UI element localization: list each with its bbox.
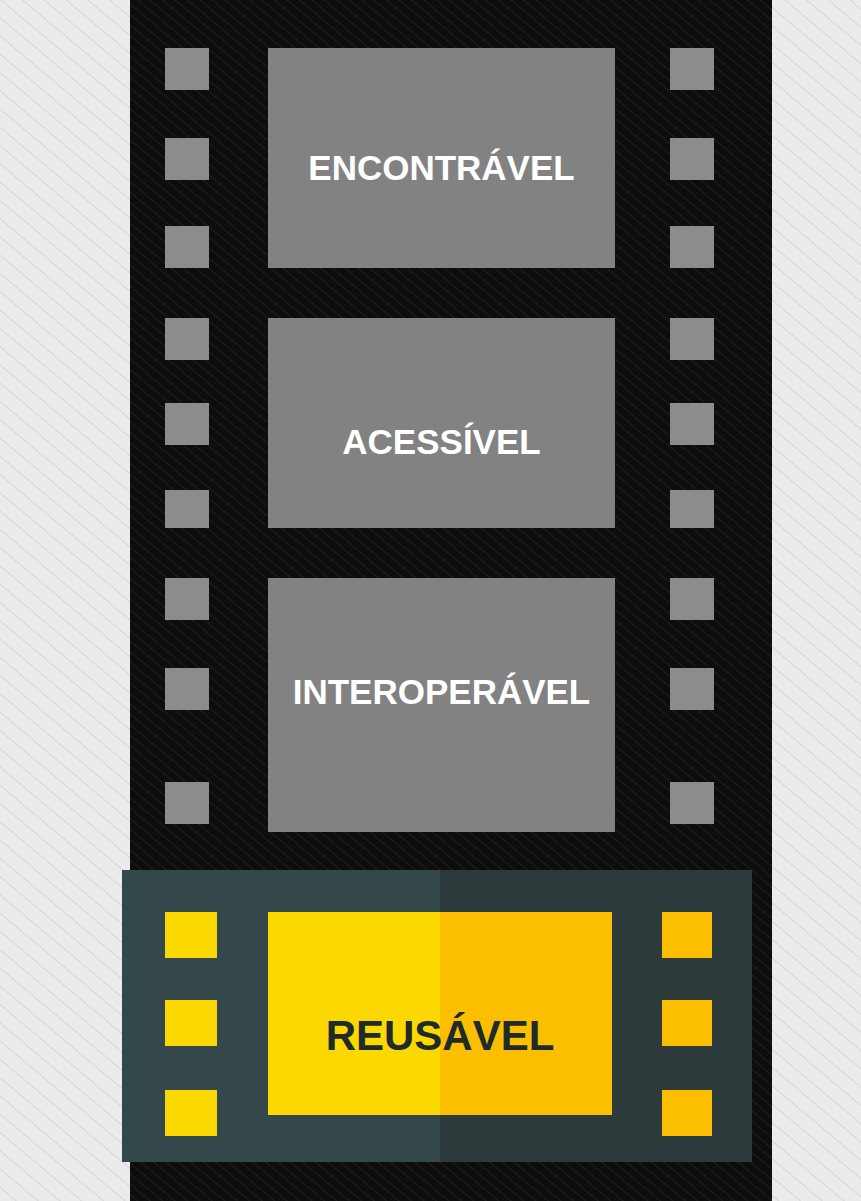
- sprocket-hole: [670, 782, 714, 824]
- film-frame: ACESSÍVEL: [268, 318, 615, 528]
- yellow-hole: [662, 912, 712, 958]
- sprocket-hole: [670, 490, 714, 528]
- sprocket-hole: [670, 318, 714, 360]
- sprocket-hole: [165, 318, 209, 360]
- sprocket-hole: [165, 403, 209, 445]
- sprocket-hole: [165, 226, 209, 268]
- sprocket-hole: [165, 782, 209, 824]
- sprocket-hole: [670, 403, 714, 445]
- sprocket-hole: [165, 138, 209, 180]
- sprocket-hole: [670, 668, 714, 710]
- frame-label: REUSÁVEL: [326, 1012, 555, 1060]
- yellow-hole: [165, 1000, 217, 1046]
- frame-label: INTEROPERÁVEL: [293, 672, 591, 712]
- film-frame: ENCONTRÁVEL: [268, 48, 615, 268]
- sprocket-hole: [165, 668, 209, 710]
- sprocket-holes: [165, 48, 714, 824]
- yellow-hole: [662, 1090, 712, 1136]
- yellow-hole: [165, 1090, 217, 1136]
- sprocket-hole: [165, 490, 209, 528]
- sprocket-hole: [165, 578, 209, 620]
- sprocket-hole: [670, 226, 714, 268]
- highlight-panel: [122, 870, 752, 1162]
- yellow-hole: [662, 1000, 712, 1046]
- frame-label: ACESSÍVEL: [342, 422, 540, 462]
- sprocket-hole: [670, 48, 714, 90]
- yellow-hole: [165, 912, 217, 958]
- sprocket-hole: [670, 578, 714, 620]
- sprocket-hole: [165, 48, 209, 90]
- film-frame: INTEROPERÁVEL: [268, 578, 615, 832]
- highlighted-frame: REUSÁVEL: [268, 912, 612, 1115]
- sprocket-hole: [670, 138, 714, 180]
- frame-label: ENCONTRÁVEL: [308, 148, 574, 188]
